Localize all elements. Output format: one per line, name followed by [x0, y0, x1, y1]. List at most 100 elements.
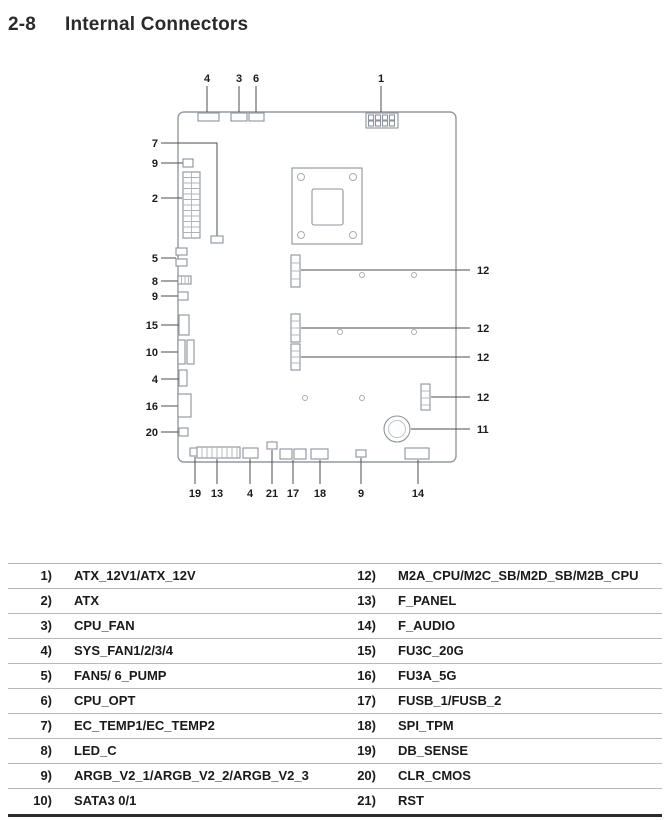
connector-name: CPU_FAN	[74, 618, 135, 633]
row-number: 19)	[357, 743, 376, 758]
callout-label: 14	[412, 488, 425, 500]
connector-name: ATX	[74, 593, 100, 608]
row-number: 13)	[357, 593, 376, 608]
connector-m2-3	[290, 343, 301, 371]
connector-table: 1) ATX_12V1/ATX_12V 12) M2A_CPU/M2C_SB/M…	[8, 563, 662, 817]
row-number: 17)	[357, 693, 376, 708]
connector-name: FU3A_5G	[398, 668, 457, 683]
callout-label: 11	[477, 424, 489, 436]
connector-name: FAN5/ 6_PUMP	[74, 668, 167, 683]
connector-name: F_PANEL	[398, 593, 457, 608]
connector-sys-fan-bottom	[242, 447, 259, 459]
connector-m2-1	[290, 254, 301, 288]
row-number: 5)	[40, 668, 52, 683]
callout-label: 17	[287, 488, 299, 500]
connector-name: M2A_CPU/M2C_SB/M2D_SB/M2B_CPU	[398, 568, 639, 583]
table-row: 2) ATX 13) F_PANEL	[8, 589, 662, 614]
table-row: 8) LED_C 19) DB_SENSE	[8, 739, 662, 764]
row-number: 18)	[357, 718, 376, 733]
connector-argb-v2-1	[182, 158, 194, 168]
table-row: 4) SYS_FAN1/2/3/4 15) FU3C_20G	[8, 639, 662, 664]
callout-label: 1	[378, 73, 384, 85]
callout-label: 18	[314, 488, 326, 500]
row-number: 3)	[40, 618, 52, 633]
connector-atx-12v	[365, 112, 399, 129]
connector-m2-2	[290, 313, 301, 343]
battery	[383, 415, 411, 443]
table-row: 6) CPU_OPT 17) FUSB_1/FUSB_2	[8, 689, 662, 714]
connector-argb-v2-3	[355, 449, 367, 458]
cpu-socket	[291, 167, 363, 245]
row-number: 6)	[40, 693, 52, 708]
connector-name: F_AUDIO	[398, 618, 456, 633]
callout-label: 2	[152, 193, 158, 205]
connector-cpu-fan	[230, 112, 248, 122]
callout-label: 9	[152, 158, 158, 170]
callout-label: 7	[152, 138, 158, 150]
connector-f-audio	[404, 447, 430, 460]
table-row: 3) CPU_FAN 14) F_AUDIO	[8, 614, 662, 639]
connector-name: CLR_CMOS	[398, 768, 471, 783]
table-row: 1) ATX_12V1/ATX_12V 12) M2A_CPU/M2C_SB/M…	[8, 564, 662, 589]
callout-label: 10	[146, 347, 158, 359]
callout-label: 16	[146, 401, 158, 413]
row-number: 16)	[357, 668, 376, 683]
table-row: 9) ARGB_V2_1/ARGB_V2_2/ARGB_V2_3 20) CLR…	[8, 764, 662, 789]
motherboard-outline	[177, 111, 457, 463]
callout-lines	[161, 86, 470, 484]
callout-label: 13	[211, 488, 223, 500]
connector-name: RST	[398, 793, 424, 808]
connector-f-panel	[196, 446, 241, 459]
callout-label: 19	[189, 488, 201, 500]
callout-label: 4	[247, 488, 254, 500]
callout-label: 3	[236, 73, 242, 85]
callout-label: 12	[477, 392, 489, 404]
callout-label: 15	[146, 320, 158, 332]
connector-fu3a-5g	[177, 393, 192, 418]
connector-ec-temp	[210, 235, 224, 244]
connector-name: FU3C_20G	[398, 643, 464, 658]
row-number: 12)	[357, 568, 376, 583]
callout-label: 12	[477, 323, 489, 335]
connector-name: SPI_TPM	[398, 718, 454, 733]
connector-sata3	[177, 339, 195, 365]
callout-label: 12	[477, 352, 489, 364]
row-number: 2)	[40, 593, 52, 608]
callout-numbers: 4 3 6 1 7 9 2 5 8 9 15 10 4 16 20 12 12 …	[146, 73, 490, 500]
row-number: 14)	[357, 618, 376, 633]
connector-name: EC_TEMP1/EC_TEMP2	[74, 718, 215, 733]
section-title: Internal Connectors	[65, 14, 249, 35]
connector-sys-fan-top	[197, 112, 220, 122]
connector-name: SYS_FAN1/2/3/4	[74, 643, 173, 658]
connector-atx-24pin	[182, 171, 201, 239]
table-row: 5) FAN5/ 6_PUMP 16) FU3A_5G	[8, 664, 662, 689]
connector-name: CPU_OPT	[74, 693, 136, 708]
row-number: 8)	[40, 743, 52, 758]
row-number: 4)	[40, 643, 52, 658]
row-number: 20)	[357, 768, 376, 783]
page-title: 2-8 Internal Connectors	[8, 14, 248, 36]
connector-name: DB_SENSE	[398, 743, 469, 758]
callout-label: 9	[358, 488, 364, 500]
connector-sys-fan-left	[178, 369, 188, 387]
connector-led-c	[177, 275, 192, 285]
table-row: 7) EC_TEMP1/EC_TEMP2 18) SPI_TPM	[8, 714, 662, 739]
connector-name: ATX_12V1/ATX_12V	[74, 568, 196, 583]
table-row: 10) SATA3 0/1 21) RST	[8, 789, 662, 814]
connector-fu3c-20g	[178, 314, 190, 336]
callout-label: 20	[146, 427, 158, 439]
mounting-holes	[302, 272, 417, 401]
callout-label: 21	[266, 488, 278, 500]
connector-rst	[266, 441, 278, 450]
connector-fan5-6pump	[175, 247, 188, 267]
connector-name: LED_C	[74, 743, 117, 758]
connector-name: FUSB_1/FUSB_2	[398, 693, 502, 708]
callout-label: 9	[152, 291, 158, 303]
connector-name: ARGB_V2_1/ARGB_V2_2/ARGB_V2_3	[74, 768, 309, 783]
callout-label: 4	[152, 374, 159, 386]
row-number: 15)	[357, 643, 376, 658]
callout-label: 6	[253, 73, 259, 85]
connector-name: SATA3 0/1	[74, 793, 137, 808]
connector-clr-cmos	[178, 427, 189, 437]
row-number: 7)	[40, 718, 52, 733]
